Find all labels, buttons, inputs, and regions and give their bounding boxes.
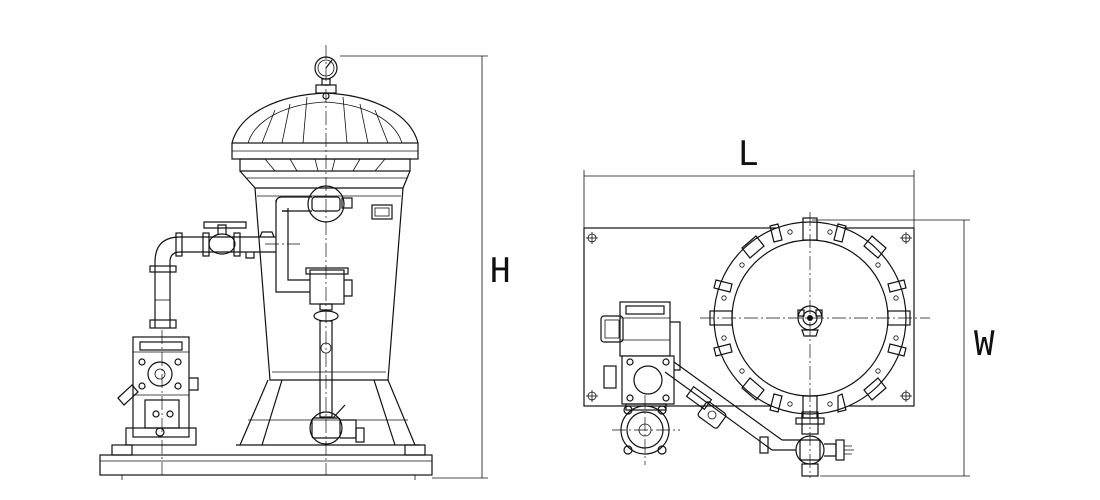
filter-vessel [231,92,420,446]
vessel-piping [275,196,365,445]
plan-view: L W [583,134,995,478]
pump-motor [117,336,199,446]
dimension-label-w: W [974,324,995,364]
vessel-bolt-ring [721,229,899,407]
bolt-hole-icon [586,232,912,402]
front-view: H [99,45,510,480]
vessel-upper-valve [282,185,353,223]
inlet-ball-valve [175,221,276,259]
plan-diagonal-pipe [664,361,800,454]
suction-pipe [149,236,181,329]
plan-center-lines [612,212,930,478]
front-center-lines [161,45,327,475]
plan-pump-motor [600,301,681,455]
width-dimension: W [812,219,995,477]
dimension-label-l: L [738,134,758,174]
dome-ribs [261,96,389,172]
height-dimension: H [340,55,510,479]
length-dimension: L [583,134,915,228]
plan-base-plate [583,227,915,407]
dimension-label-h: H [490,251,510,291]
plan-outlet-valve [795,411,854,477]
front-base-skid [99,444,433,480]
